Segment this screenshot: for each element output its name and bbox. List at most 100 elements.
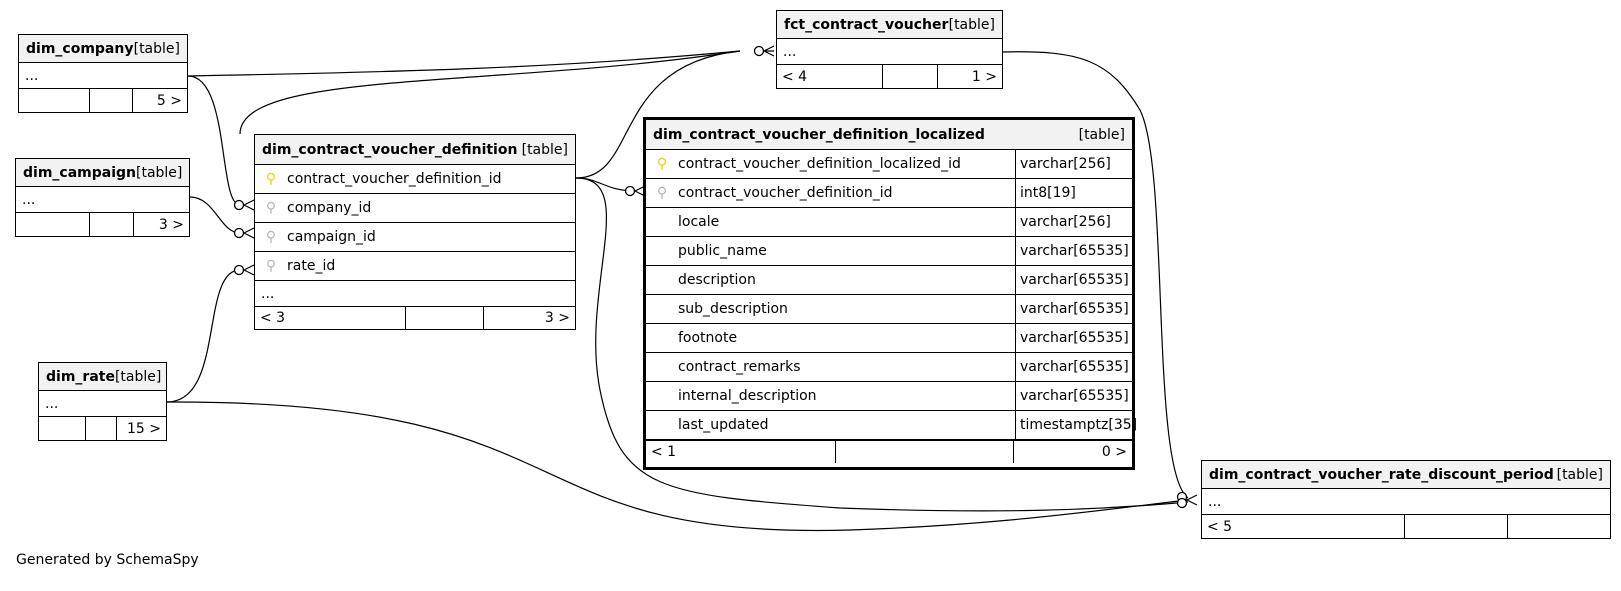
- foot-children[interactable]: 1 >: [937, 65, 1002, 88]
- rel-rate-to-discount: [166, 401, 1189, 532]
- rel-company-to-fct: [187, 50, 741, 77]
- primary-key-icon: ⚲: [656, 156, 668, 172]
- column-row[interactable]: ⚲last_updated timestamptz[35]: [646, 411, 1137, 440]
- table-name: dim_contract_voucher_definition: [262, 141, 518, 158]
- column-name: company_id: [287, 200, 372, 216]
- ellipsis-row: ...: [39, 391, 166, 417]
- table-name: dim_company: [26, 40, 134, 57]
- foreign-key-icon: ⚲: [265, 258, 277, 274]
- column-row[interactable]: ⚲ contract_voucher_definition_id: [255, 165, 575, 194]
- table-kind: [table]: [1078, 126, 1125, 143]
- table-header: dim_rate [table]: [39, 363, 166, 391]
- column-type: varchar[65535]: [1015, 382, 1132, 410]
- foot-mid: [89, 213, 133, 236]
- rel-company-to-definition: [187, 75, 241, 206]
- column-type: varchar[65535]: [1015, 353, 1132, 381]
- foot-mid: [835, 441, 1013, 463]
- table-dim-rate[interactable]: dim_rate [table] ... 15 >: [38, 362, 167, 441]
- table-dim-contract-voucher-definition-localized[interactable]: dim_contract_voucher_definition_localize…: [643, 117, 1137, 470]
- column-row[interactable]: ⚲contract_voucher_definition_id int8[19]: [646, 179, 1132, 208]
- ellipsis-row: ...: [1202, 489, 1610, 515]
- table-dim-company[interactable]: dim_company [table] ... 5 >: [18, 34, 188, 113]
- table-footer: < 5: [1202, 515, 1610, 538]
- foot-parents[interactable]: < 1: [651, 444, 677, 460]
- primary-key-icon: ⚲: [265, 171, 277, 187]
- table-header: dim_contract_voucher_definition_localize…: [646, 120, 1132, 150]
- generated-by-caption: Generated by SchemaSpy: [16, 552, 199, 568]
- table-footer: < 1 0 >: [646, 440, 1132, 463]
- crowsfoot-def-campaign: [233, 227, 245, 239]
- foot-parents[interactable]: [16, 213, 89, 236]
- column-name: contract_voucher_definition_id: [678, 185, 893, 201]
- crowsfoot-def-company: [233, 199, 245, 211]
- column-row[interactable]: ⚲description varchar[65535]: [646, 266, 1132, 295]
- column-row[interactable]: ⚲ company_id: [255, 194, 575, 223]
- ellipsis-row: ...: [16, 187, 189, 213]
- foot-children[interactable]: 3 >: [133, 213, 189, 236]
- table-kind: [table]: [136, 164, 183, 181]
- foot-mid: [85, 417, 116, 440]
- table-name: dim_campaign: [23, 164, 136, 181]
- column-name: internal_description: [678, 388, 817, 404]
- column-type: varchar[65535]: [1015, 295, 1132, 323]
- foot-parents[interactable]: < 5: [1207, 518, 1233, 535]
- foot-mid: [1404, 515, 1507, 538]
- column-name: footnote: [678, 330, 738, 346]
- table-dim-contract-voucher-definition[interactable]: dim_contract_voucher_definition [table] …: [254, 134, 576, 330]
- rel-rate-to-definition: [166, 269, 241, 403]
- table-footer: < 4 1 >: [777, 65, 1002, 88]
- column-row[interactable]: ⚲contract_remarks varchar[65535]: [646, 353, 1132, 382]
- foot-parents[interactable]: [19, 89, 89, 112]
- foot-children[interactable]: [1507, 515, 1610, 538]
- foot-parents[interactable]: < 4: [782, 68, 808, 85]
- crowsfoot-discount-b: [1176, 497, 1188, 509]
- table-name: fct_contract_voucher: [784, 16, 949, 33]
- column-type: varchar[65535]: [1015, 324, 1132, 352]
- column-name: contract_voucher_definition_localized_id: [678, 156, 961, 172]
- rel-campaign-to-definition: [189, 196, 241, 234]
- table-name: dim_contract_voucher_definition_localize…: [653, 126, 985, 143]
- table-kind: [table]: [114, 368, 162, 385]
- ellipsis-row: ...: [255, 281, 575, 307]
- column-type: varchar[256]: [1015, 150, 1132, 178]
- column-name: contract_voucher_definition_id: [287, 171, 502, 187]
- column-type: timestamptz[35]: [1015, 411, 1137, 439]
- table-kind: [table]: [1556, 466, 1603, 483]
- column-row[interactable]: ⚲sub_description varchar[65535]: [646, 295, 1132, 324]
- foot-children[interactable]: 15 >: [116, 417, 166, 440]
- table-dim-contract-voucher-rate-discount-period[interactable]: dim_contract_voucher_rate_discount_perio…: [1201, 460, 1611, 539]
- foot-mid: [882, 65, 937, 88]
- table-footer: < 3 3 >: [255, 307, 575, 329]
- table-kind: [table]: [133, 40, 180, 57]
- foot-children[interactable]: 5 >: [132, 89, 187, 112]
- column-type: varchar[65535]: [1015, 237, 1132, 265]
- column-name: sub_description: [678, 301, 788, 317]
- crowsfoot-def-rate: [233, 264, 245, 276]
- table-name: dim_contract_voucher_rate_discount_perio…: [1209, 466, 1554, 483]
- column-name: contract_remarks: [678, 359, 801, 375]
- column-type: varchar[256]: [1015, 208, 1132, 236]
- foot-mid: [405, 307, 483, 329]
- column-row[interactable]: ⚲public_name varchar[65535]: [646, 237, 1132, 266]
- foot-children[interactable]: 3 >: [483, 307, 575, 329]
- foreign-key-icon: ⚲: [265, 200, 277, 216]
- foot-parents[interactable]: [39, 417, 85, 440]
- table-fct-contract-voucher[interactable]: fct_contract_voucher [table] ... < 4 1 >: [776, 10, 1003, 89]
- column-name: last_updated: [678, 417, 769, 433]
- column-row[interactable]: ⚲footnote varchar[65535]: [646, 324, 1132, 353]
- foreign-key-icon: ⚲: [656, 185, 668, 201]
- column-row[interactable]: ⚲ contract_voucher_definition_localized_i…: [646, 150, 1132, 179]
- rel-definition-to-discount: [575, 177, 1189, 512]
- foot-children[interactable]: 0 >: [1013, 441, 1132, 463]
- column-row[interactable]: ⚲campaign_id: [255, 223, 575, 252]
- column-row[interactable]: ⚲rate_id: [255, 252, 575, 281]
- table-header: dim_company [table]: [19, 35, 187, 63]
- column-row[interactable]: ⚲internal_description varchar[65535]: [646, 382, 1132, 411]
- foot-parents[interactable]: < 3: [260, 310, 286, 326]
- column-row[interactable]: ⚲locale varchar[256]: [646, 208, 1132, 237]
- crowsfoot-fct-a: [753, 45, 765, 57]
- table-header: dim_contract_voucher_rate_discount_perio…: [1202, 461, 1610, 489]
- column-name: public_name: [678, 243, 767, 259]
- table-kind: [table]: [948, 16, 995, 33]
- table-dim-campaign[interactable]: dim_campaign [table] ... 3 >: [15, 158, 190, 237]
